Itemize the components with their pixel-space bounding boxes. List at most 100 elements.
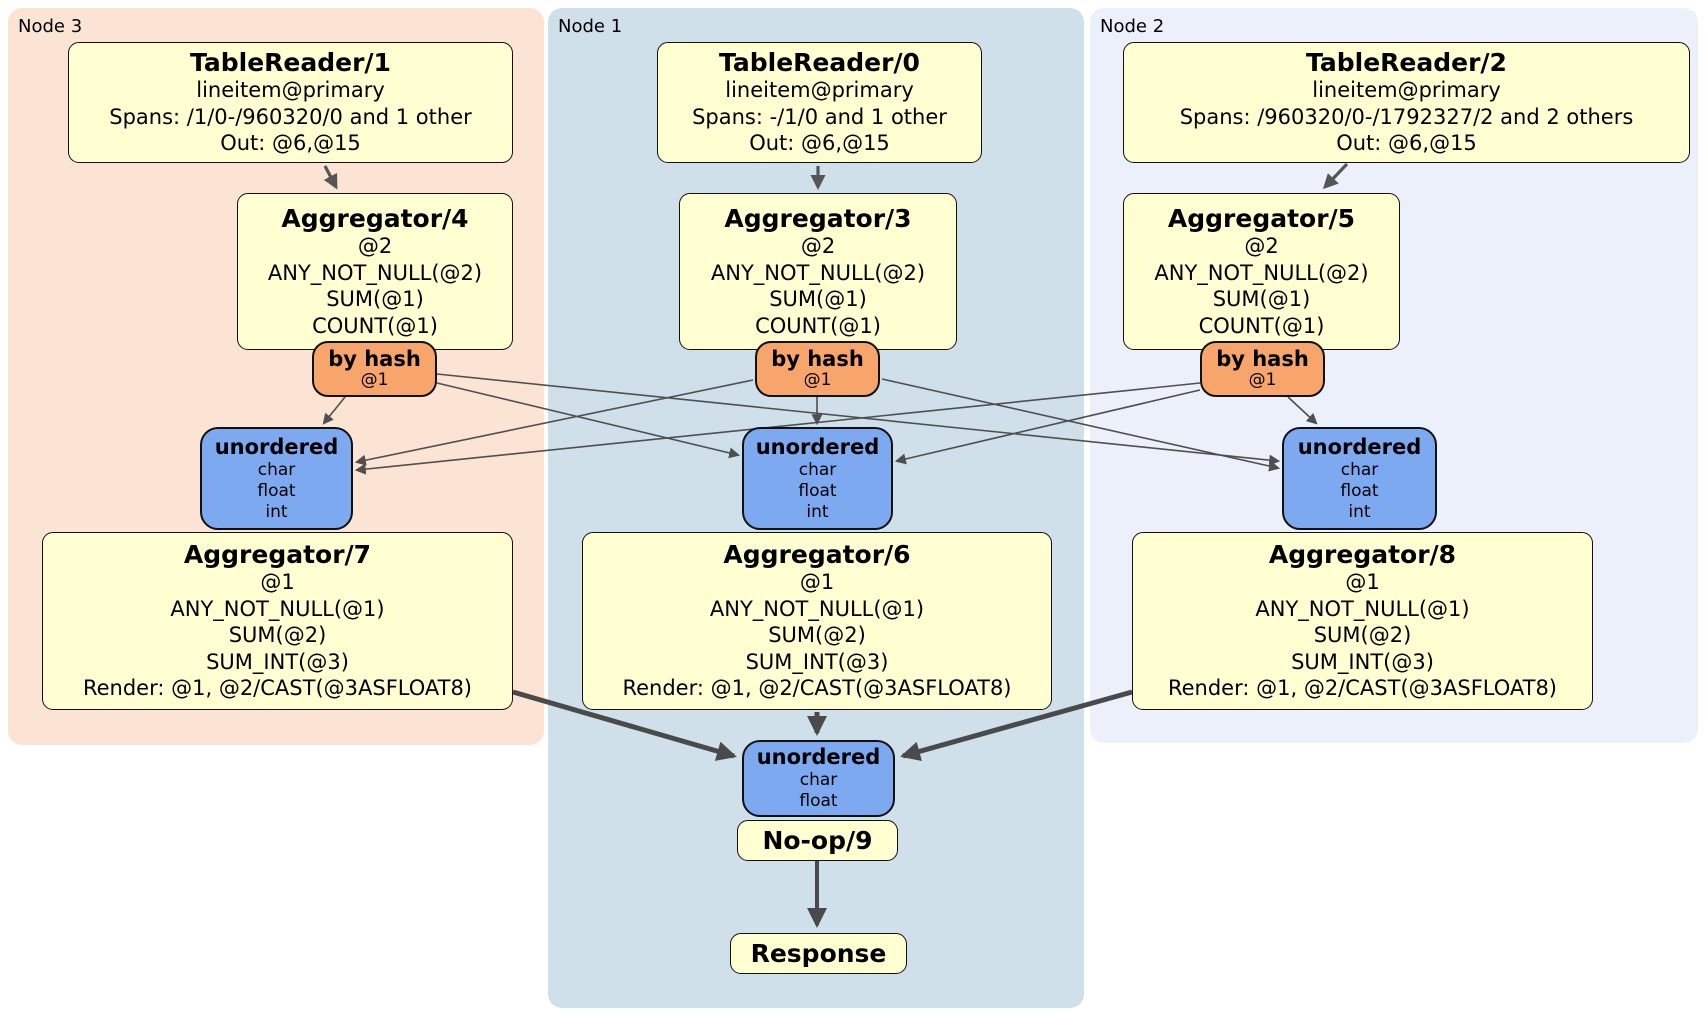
sync-type-int: int (265, 501, 288, 522)
hash-router-node1-col: @1 (803, 370, 832, 390)
edge-tablereader1-aggregator4 (323, 165, 338, 190)
unordered-sync-final-label: unordered (756, 745, 881, 769)
sync-type-int: int (806, 501, 829, 522)
aggregator-6-title: Aggregator/6 (723, 540, 911, 570)
sync-type-char: char (1340, 459, 1379, 480)
aggregator-5-title: Aggregator/5 (1167, 204, 1356, 233)
hash-router-node1-label: by hash (771, 347, 864, 371)
tablereader-2-title: TableReader/2 (1306, 48, 1507, 78)
sync-type-int: int (1348, 501, 1371, 522)
aggregator-4-box: Aggregator/4 @2 ANY_NOT_NULL(@2) SUM(@1)… (237, 193, 513, 350)
hash-router-node1: by hash @1 (755, 341, 880, 397)
response-title: Response (750, 939, 887, 968)
edge-hash2-to-sync2 (1287, 396, 1318, 425)
aggregator-5-box: Aggregator/5 @2 ANY_NOT_NULL(@2) SUM(@1)… (1123, 193, 1400, 350)
hash-router-node3: by hash @1 (312, 341, 437, 397)
unordered-sync-node2: unordered char float int (1282, 427, 1437, 530)
aggregator-7-fn3: SUM_INT(@3) (206, 649, 349, 674)
edge-hash1-to-sync2 (881, 378, 1281, 472)
tablereader-1-title: TableReader/1 (190, 48, 391, 78)
tablereader-1-box: TableReader/1 lineitem@primary Spans: /1… (68, 42, 513, 163)
tablereader-2-box: TableReader/2 lineitem@primary Spans: /9… (1123, 42, 1690, 163)
aggregator-3-box: Aggregator/3 @2 ANY_NOT_NULL(@2) SUM(@1)… (679, 193, 957, 350)
aggregator-3-fn3: COUNT(@1) (755, 313, 881, 338)
aggregator-8-groupcol: @1 (1345, 570, 1380, 595)
tablereader-2-spans: Spans: /960320/0-/1792327/2 and 2 others (1179, 104, 1634, 129)
aggregator-4-groupcol: @2 (357, 234, 393, 258)
aggregator-7-fn2: SUM(@2) (228, 623, 327, 648)
aggregator-3-groupcol: @2 (800, 234, 836, 258)
aggregator-8-fn1: ANY_NOT_NULL(@1) (1255, 596, 1470, 621)
noop-title: No-op/9 (762, 826, 873, 855)
tablereader-1-out: Out: @6,@15 (220, 131, 361, 156)
tablereader-2-index: lineitem@primary (1312, 78, 1501, 103)
tablereader-1-index: lineitem@primary (196, 78, 385, 103)
aggregator-6-render: Render: @1, @2/CAST(@3ASFLOAT8) (622, 676, 1012, 701)
hash-router-node2: by hash @1 (1200, 341, 1325, 397)
tablereader-0-box: TableReader/0 lineitem@primary Spans: -/… (657, 42, 982, 163)
edge-aggregator8-to-finalsync (900, 689, 1133, 762)
tablereader-0-title: TableReader/0 (719, 48, 920, 78)
region-node2-label: Node 2 (1100, 16, 1165, 37)
hash-router-node2-col: @1 (1248, 370, 1277, 390)
aggregator-7-title: Aggregator/7 (183, 540, 372, 570)
aggregator-5-groupcol: @2 (1244, 234, 1279, 258)
sync-type-char: char (798, 459, 837, 480)
aggregator-5-fn3: COUNT(@1) (1198, 313, 1325, 338)
edge-hash2-to-sync3 (354, 382, 1201, 475)
hash-router-node2-label: by hash (1216, 347, 1309, 371)
sync-type-float: float (257, 480, 296, 501)
unordered-sync-final: unordered char float (742, 740, 895, 817)
aggregator-5-fn2: SUM(@1) (1212, 287, 1311, 311)
unordered-sync-node1: unordered char float int (742, 427, 893, 530)
edge-hash1-to-sync3 (354, 379, 754, 466)
aggregator-8-fn2: SUM(@2) (1313, 623, 1412, 648)
aggregator-4-title: Aggregator/4 (281, 204, 469, 233)
sync-type-float: float (1340, 480, 1379, 501)
aggregator-5-fn1: ANY_NOT_NULL(@2) (1154, 260, 1369, 285)
edge-hash3-to-sync3 (322, 396, 346, 425)
aggregator-7-render: Render: @1, @2/CAST(@3ASFLOAT8) (82, 676, 473, 701)
region-node1-label: Node 1 (558, 16, 623, 37)
edge-tablereader2-aggregator5 (1322, 162, 1349, 190)
aggregator-6-fn2: SUM(@2) (768, 623, 866, 648)
aggregator-3-title: Aggregator/3 (724, 204, 912, 233)
edge-hash3-to-sync1 (436, 382, 741, 459)
edge-hash3-to-sync2 (436, 373, 1281, 466)
unordered-sync-node3: unordered char float int (200, 427, 353, 530)
tablereader-2-out: Out: @6,@15 (1336, 131, 1477, 156)
edge-hash2-to-sync1 (894, 389, 1201, 465)
aggregator-3-fn2: SUM(@1) (769, 287, 867, 311)
aggregator-4-fn2: SUM(@1) (326, 287, 424, 311)
aggregator-7-groupcol: @1 (260, 570, 295, 595)
aggregator-6-fn3: SUM_INT(@3) (745, 649, 889, 674)
aggregator-3-fn1: ANY_NOT_NULL(@2) (710, 260, 926, 285)
aggregator-6-fn1: ANY_NOT_NULL(@1) (709, 596, 925, 621)
hash-router-node3-col: @1 (360, 370, 389, 390)
sync-type-char: char (799, 770, 838, 790)
sync-type-float: float (798, 480, 837, 501)
region-node3-label: Node 3 (18, 16, 83, 37)
aggregator-6-groupcol: @1 (799, 570, 835, 595)
hash-router-node3-label: by hash (328, 347, 421, 371)
aggregator-7-box: Aggregator/7 @1 ANY_NOT_NULL(@1) SUM(@2)… (42, 532, 513, 710)
aggregator-4-fn3: COUNT(@1) (312, 313, 438, 338)
sync-type-float: float (799, 791, 838, 811)
aggregator-8-box: Aggregator/8 @1 ANY_NOT_NULL(@1) SUM(@2)… (1132, 532, 1593, 710)
aggregator-4-fn1: ANY_NOT_NULL(@2) (267, 260, 483, 285)
edge-aggregator7-to-finalsync (512, 689, 737, 761)
tablereader-0-index: lineitem@primary (725, 78, 914, 103)
aggregator-6-box: Aggregator/6 @1 ANY_NOT_NULL(@1) SUM(@2)… (582, 532, 1052, 710)
tablereader-0-out: Out: @6,@15 (749, 131, 890, 156)
unordered-sync-node1-label: unordered (755, 434, 880, 459)
aggregator-7-fn1: ANY_NOT_NULL(@1) (170, 596, 385, 621)
response-box: Response (730, 933, 907, 974)
sync-type-char: char (257, 459, 296, 480)
tablereader-0-spans: Spans: -/1/0 and 1 other (692, 104, 947, 129)
aggregator-8-title: Aggregator/8 (1268, 540, 1457, 570)
unordered-sync-node2-label: unordered (1297, 434, 1422, 459)
tablereader-1-spans: Spans: /1/0-/960320/0 and 1 other (109, 104, 472, 129)
noop-box: No-op/9 (737, 820, 898, 861)
